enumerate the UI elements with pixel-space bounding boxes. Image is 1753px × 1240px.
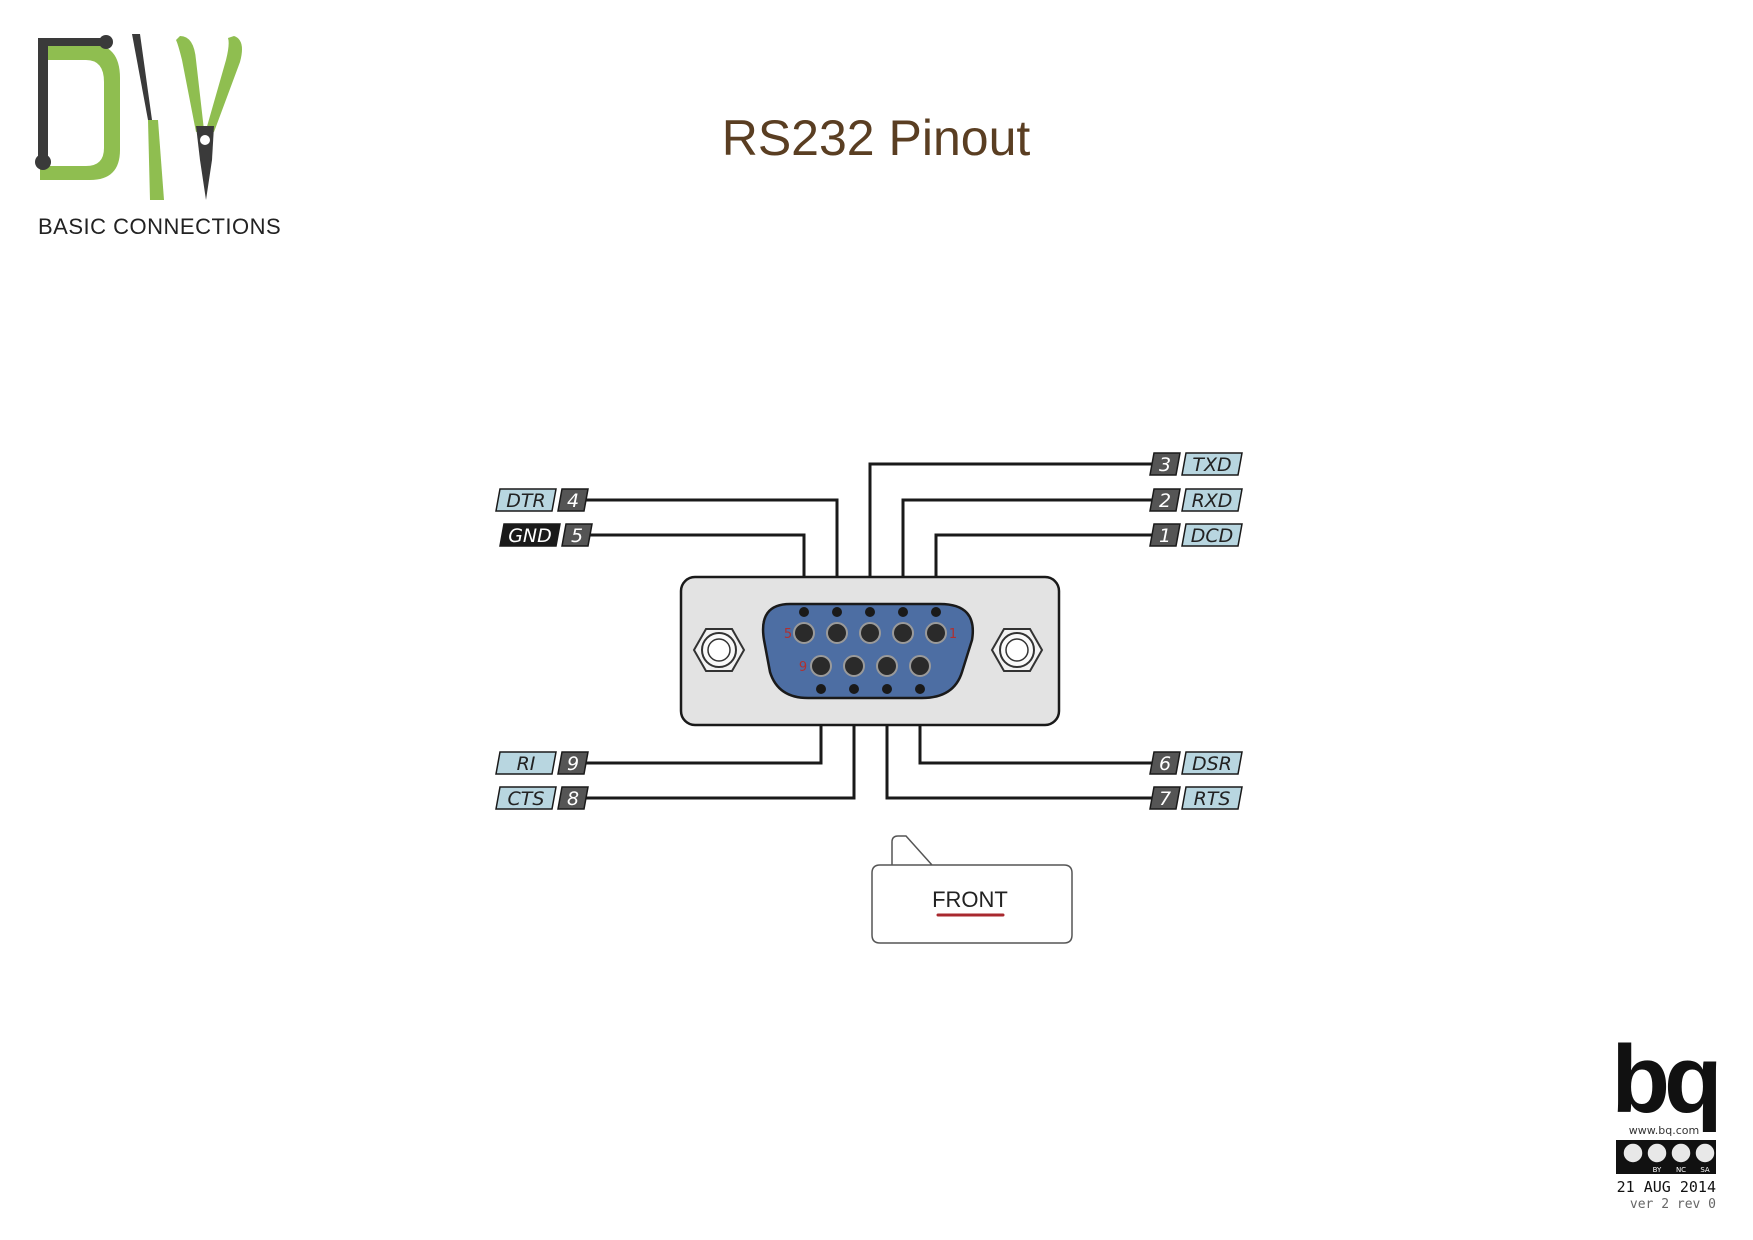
diy-logo: BASIC CONNECTIONS (35, 34, 281, 239)
pin-label-7: 7 RTS (1149, 786, 1243, 810)
bottom-pin-row (810, 655, 931, 677)
pin-marker-top-right: 1 (949, 627, 957, 642)
pin-marker-bottom-left: 9 (799, 660, 807, 675)
pin-number: 7 (1159, 788, 1171, 810)
signal-name: TXD (1192, 454, 1231, 476)
pin-labels-left: DTR 4 GND 5 RI 9 CTS 8 (495, 488, 593, 810)
pin-label-3: 3 TXD (1149, 452, 1243, 476)
logo-letter-d (40, 44, 120, 180)
right-screw-icon (990, 628, 1044, 672)
wire-pin-2 (901, 498, 1152, 612)
pin-label-5: GND 5 (499, 523, 593, 547)
by-icon (1646, 1142, 1668, 1164)
pin-number: 9 (567, 753, 579, 775)
page-title: RS232 Pinout (722, 110, 1031, 166)
signal-name: DTR (506, 490, 545, 512)
footer-version: ver 2 rev 0 (1630, 1197, 1716, 1212)
pin-socket-6 (909, 655, 931, 677)
bq-logo: bq (1611, 1026, 1717, 1133)
pin-number: 3 (1159, 454, 1171, 476)
logo-clamp-icon (38, 38, 48, 166)
pin-marker-top-left: 5 (784, 627, 792, 642)
sa-icon (1694, 1142, 1716, 1164)
signal-name: GND (508, 525, 552, 547)
screwdriver-icon (132, 34, 164, 200)
signal-name: RTS (1194, 788, 1231, 810)
license-tag-sa: SA (1700, 1166, 1710, 1174)
pin-label-9: RI 9 (495, 751, 589, 775)
connector-shell (761, 602, 975, 700)
pin-number: 2 (1159, 490, 1171, 512)
signal-name: DSR (1192, 753, 1232, 775)
pin-socket-9 (810, 655, 832, 677)
cc-license-badge: BY NC SA (1616, 1140, 1716, 1174)
pin-number: 8 (567, 788, 579, 810)
signal-name: DCD (1191, 525, 1234, 547)
top-pin-row (793, 622, 947, 644)
pin-number: 6 (1159, 753, 1171, 775)
pin-label-8: CTS 8 (495, 786, 589, 810)
left-screw-icon (692, 628, 746, 672)
pin-number: 1 (1159, 525, 1171, 547)
pin-number: 4 (567, 490, 579, 512)
db9-connector: 5 1 9 (679, 575, 1061, 727)
signal-name: RI (517, 753, 536, 775)
signal-name: CTS (508, 788, 545, 810)
nc-icon (1670, 1142, 1692, 1164)
pin-socket-4 (826, 622, 848, 644)
logo-subtitle: BASIC CONNECTIONS (38, 214, 281, 239)
pin-number: 5 (571, 525, 583, 547)
pin-socket-8 (843, 655, 865, 677)
pin-labels-right: 3 TXD 2 RXD 1 DCD 6 DSR 7 (1149, 452, 1243, 810)
pin-label-6: 6 DSR (1149, 751, 1243, 775)
signal-name: RXD (1192, 490, 1233, 512)
pin-socket-1 (925, 622, 947, 644)
license-tag-by: BY (1653, 1166, 1662, 1174)
bq-url: www.bq.com (1629, 1124, 1699, 1137)
pin-label-1: 1 DCD (1149, 523, 1243, 547)
bq-footer: bq www.bq.com BY NC SA 21 AUG 2014 ver 2… (1611, 1026, 1723, 1212)
pin-socket-3 (859, 622, 881, 644)
pin-label-4: DTR 4 (495, 488, 589, 512)
pin-label-2: 2 RXD (1149, 488, 1243, 512)
wire-pin-3 (868, 462, 1152, 612)
pin-socket-2 (892, 622, 914, 644)
front-label: FRONT (932, 887, 1008, 912)
front-callout: FRONT (871, 835, 1073, 944)
wire-pin-4 (585, 498, 839, 612)
footer-date: 21 AUG 2014 (1617, 1178, 1716, 1196)
pliers-icon (176, 36, 242, 200)
pin-socket-7 (876, 655, 898, 677)
cc-icon (1622, 1142, 1644, 1164)
license-tag-nc: NC (1676, 1166, 1686, 1174)
pin-socket-5 (793, 622, 815, 644)
